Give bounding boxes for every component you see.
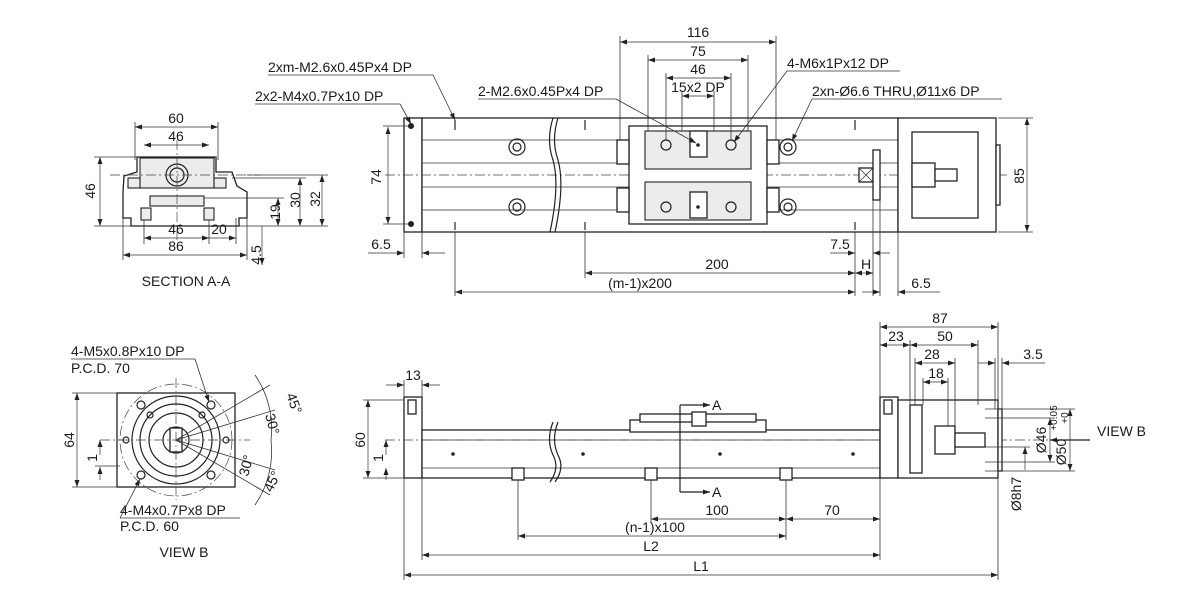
dim-dia-8h7: Ø8h7 (1008, 477, 1024, 511)
dim-74: 74 (368, 169, 384, 185)
dim-m-1-x200: (m-1)x200 (608, 275, 672, 291)
dim-13: 13 (405, 367, 421, 383)
top-view: 116 75 46 15x2 DP 2xm-M2.6x0.45Px4 DP 2x… (255, 24, 1033, 296)
dim-dia-50: Ø50 (1053, 439, 1069, 466)
dim-86: 86 (168, 238, 184, 254)
angle-45-top: 45° (283, 391, 305, 416)
dim-1-side: 1 (370, 454, 386, 462)
dim-50: 50 (937, 328, 953, 344)
callout-4-m6: 4-M6x1Px12 DP (787, 55, 889, 71)
side-view: A A VIEW B 13 60 1 87 23 50 28 18 3. (352, 310, 1146, 580)
dim-30: 30 (287, 192, 303, 208)
dim-L2: L2 (643, 538, 659, 554)
dim-6-5-right: 6.5 (911, 275, 931, 291)
dim-dia-46: Ø46 (1033, 427, 1049, 454)
callout-xm-m2-6: 2xm-M2.6x0.45Px4 DP (268, 59, 412, 75)
callout-pcd-70: P.C.D. 70 (71, 360, 130, 376)
dim-L1: L1 (693, 558, 709, 574)
dim-32: 32 (307, 191, 323, 207)
section-mark-a-top: A (712, 397, 722, 413)
dim-60-height: 60 (352, 432, 368, 448)
dim-85: 85 (1011, 168, 1027, 184)
dim-46: 46 (690, 61, 706, 77)
angle-30-top: 30° (262, 412, 283, 437)
angle-30-bottom: 30° (235, 453, 256, 478)
tol-upper: +0.05 (1049, 405, 1060, 431)
section-aa-view: 60 46 46 30 32 19 46 20 86 4.5 SECTION A… (82, 110, 328, 289)
dim-46-top: 46 (168, 128, 184, 144)
callout-4-m5: 4-M5x0.8Px10 DP (71, 343, 185, 359)
callout-2-m2-6: 2-M2.6x0.45Px4 DP (478, 83, 603, 99)
dim-70: 70 (824, 502, 840, 518)
dim-60: 60 (168, 110, 184, 126)
tol-lower: +0 (1060, 412, 1071, 424)
section-aa-title: SECTION A-A (142, 273, 231, 289)
dim-116: 116 (687, 24, 710, 40)
dim-75: 75 (690, 43, 706, 59)
dim-19: 19 (267, 204, 283, 220)
view-b: 45° 30° 30° 45° 64 1 4-M5x0.8Px10 DP P.C… (61, 343, 305, 560)
section-mark-a-bottom: A (712, 484, 722, 500)
dim-200: 200 (705, 256, 729, 272)
callout-pcd-60: P.C.D. 60 (120, 518, 179, 534)
dim-23: 23 (888, 328, 904, 344)
dim-20: 20 (211, 221, 227, 237)
dim-H: H (861, 256, 871, 272)
view-b-title: VIEW B (159, 544, 208, 560)
dim-46-height: 46 (82, 183, 98, 199)
dim-15x2: 15x2 DP (671, 79, 725, 95)
dim-100: 100 (705, 502, 729, 518)
dim-28: 28 (924, 346, 940, 362)
dim-n-1-x100: (n-1)x100 (625, 519, 685, 535)
callout-thru-holes: 2xn-Ø6.6 THRU,Ø11x6 DP (812, 83, 980, 99)
dim-7-5: 7.5 (830, 236, 850, 252)
dim-1-viewb: 1 (84, 454, 100, 462)
dim-46-bottom: 46 (168, 221, 184, 237)
dim-64: 64 (61, 432, 77, 448)
callout-4-m4: 4-M4x0.7Px8 DP (120, 502, 226, 518)
dim-18: 18 (928, 365, 944, 381)
dim-87: 87 (932, 310, 948, 326)
callout-2x2-m4: 2x2-M4x0.7Px10 DP (255, 88, 383, 104)
dim-3-5: 3.5 (1023, 346, 1043, 362)
dim-4-5: 4.5 (248, 245, 264, 265)
dim-6-5-left: 6.5 (371, 236, 391, 252)
view-b-arrow-label: VIEW B (1097, 423, 1146, 439)
